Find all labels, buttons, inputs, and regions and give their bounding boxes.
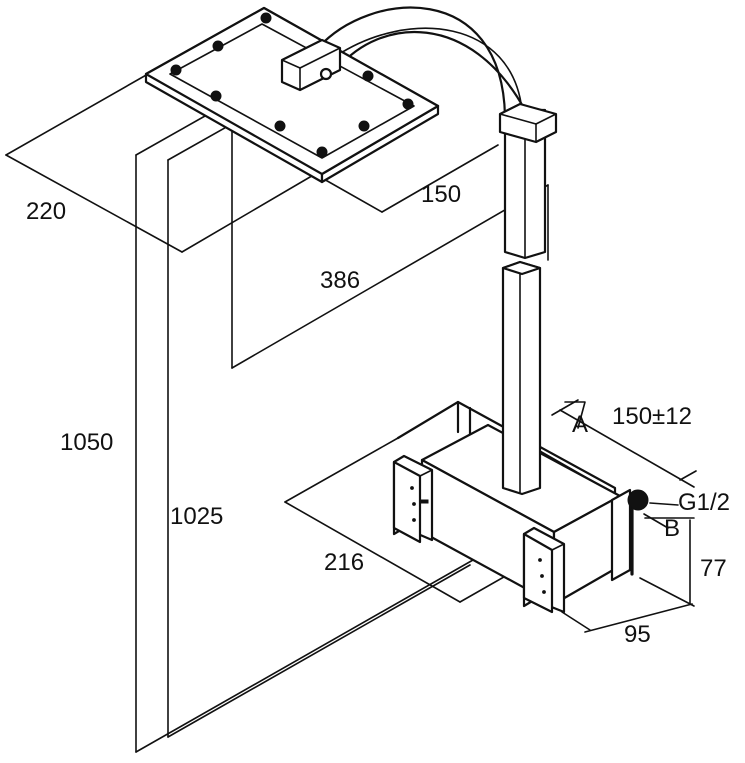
nozzle-dots (170, 12, 414, 158)
dim-95-label: 95 (624, 621, 651, 648)
dim-150-12-label: 150±12 (612, 403, 692, 430)
dim-1025-label: 1025 (170, 503, 223, 530)
dim-150-label: 150 (421, 181, 461, 208)
point-a-label: A (572, 411, 588, 438)
shower-head (144, 6, 440, 184)
water-connection-icon (627, 489, 649, 511)
lower-riser-pipe (501, 260, 542, 496)
dim-386-label: 386 (320, 267, 360, 294)
dim-220-label: 220 (26, 198, 66, 225)
dimension-labels: 220 150 386 1050 1025 216 150±12 A G1/2 … (26, 181, 730, 648)
point-b-label: B (664, 515, 680, 542)
dim-77-label: 77 (700, 555, 727, 582)
dimension-lines (5, 73, 697, 753)
mixer-markings (410, 486, 546, 594)
dim-1050-label: 1050 (60, 429, 113, 456)
dim-216-label: 216 (324, 549, 364, 576)
thread-g12-label: G1/2 (678, 489, 730, 516)
